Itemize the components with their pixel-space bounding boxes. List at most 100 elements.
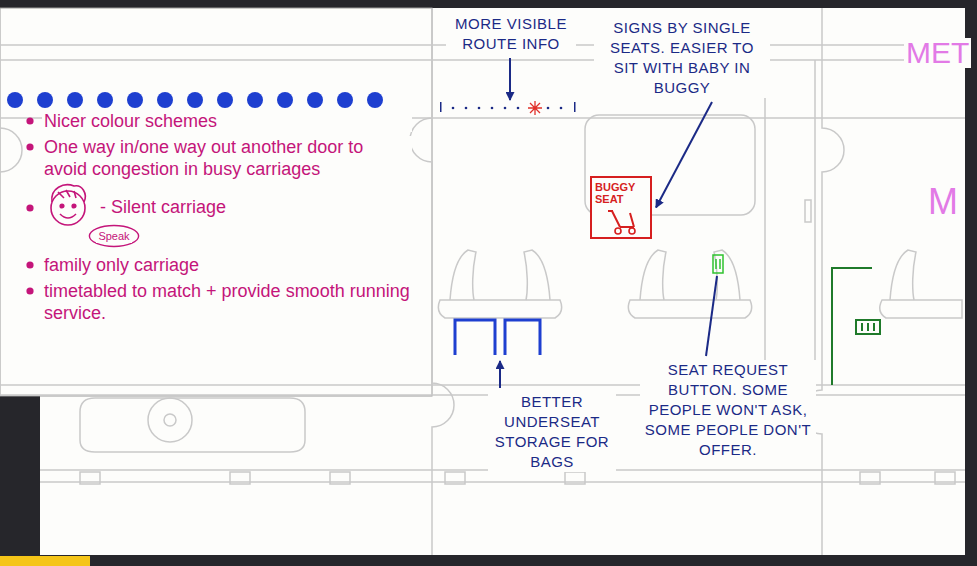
dot — [217, 92, 233, 108]
green-panel — [832, 268, 880, 385]
speech-bubble-text: Speak — [96, 230, 131, 243]
dot — [452, 107, 455, 110]
dot — [547, 107, 550, 110]
window — [585, 115, 755, 215]
button-mark — [716, 259, 720, 269]
list-bullet — [26, 204, 33, 211]
signs-note: SIGNS BY SINGLE SEATS. EASIER TO SIT WIT… — [594, 18, 770, 98]
list-bullet — [26, 143, 33, 150]
strip-end — [440, 102, 442, 112]
cut-off-heading: MET — [904, 38, 971, 68]
dot — [187, 92, 203, 108]
buggy-seat-sign: BUGGY SEAT — [590, 176, 652, 239]
wish-list-item: One way in/one way out another door to a… — [42, 136, 412, 180]
buggy-icon — [600, 207, 640, 235]
wish-list-item: - Silent carriage — [98, 196, 398, 218]
wish-list-item: timetabled to match + provide smooth run… — [42, 280, 412, 324]
seat-cushion — [628, 300, 751, 318]
button — [856, 320, 880, 334]
button-mark — [862, 323, 874, 331]
leader-line — [706, 276, 717, 356]
dot — [97, 92, 113, 108]
cut-off-heading: M — [926, 184, 960, 220]
dot — [277, 92, 293, 108]
yellow-tab — [0, 556, 90, 566]
route-info-note: MORE VISIBLE ROUTE INFO — [446, 14, 576, 54]
seat-back — [714, 250, 740, 300]
sign-text: BUGGY SEAT — [592, 178, 650, 205]
underseat-storage — [455, 320, 540, 355]
dot — [37, 92, 53, 108]
speech-bubble — [89, 226, 138, 247]
dot — [247, 92, 263, 108]
eye — [72, 204, 76, 208]
dot — [7, 92, 23, 108]
dot — [307, 92, 323, 108]
underframe-block — [445, 472, 465, 484]
head — [51, 191, 85, 225]
dot — [157, 92, 173, 108]
puzzle-edge — [800, 8, 844, 555]
seat-cushion — [438, 300, 561, 318]
door-edge — [814, 60, 816, 385]
buggy-wheel — [629, 228, 635, 234]
blue-dot-row — [7, 92, 383, 108]
list-bullet — [26, 117, 33, 124]
seat-back — [640, 250, 666, 300]
dot — [127, 92, 143, 108]
dot — [478, 107, 481, 110]
wheel-hub — [164, 414, 176, 426]
dot — [560, 107, 563, 110]
panel-edge — [832, 268, 872, 385]
list-bullet — [26, 287, 33, 294]
hair — [58, 190, 76, 198]
list-bullet — [26, 261, 33, 268]
underframe-block — [860, 472, 880, 484]
current-stop-star — [528, 101, 542, 115]
underframe-block — [935, 472, 955, 484]
underframe-block — [230, 472, 250, 484]
underframe-block — [330, 472, 350, 484]
leader-line — [509, 58, 511, 100]
seat-cushion — [880, 300, 962, 318]
floor-line — [0, 394, 965, 396]
buggy-frame — [608, 211, 634, 227]
bogie-frame — [80, 398, 305, 452]
hair — [52, 185, 85, 202]
eye — [60, 204, 64, 208]
dot — [367, 92, 383, 108]
wheel — [148, 398, 192, 442]
puzzle-edge — [410, 8, 454, 555]
underframe-block — [565, 472, 585, 484]
dot — [491, 107, 494, 110]
paper-panel — [0, 8, 432, 396]
leader-line — [499, 361, 501, 388]
carriage-outline — [0, 8, 965, 555]
seat-request-button — [713, 255, 723, 273]
strip-end — [574, 102, 576, 112]
dot — [465, 107, 468, 110]
floor-line — [0, 384, 965, 386]
buggy-wheel — [615, 228, 621, 234]
dot — [67, 92, 83, 108]
dot — [504, 107, 507, 110]
storage-note: BETTER UNDERSEAT STORAGE FOR BAGS — [488, 392, 616, 472]
door-edge — [764, 60, 766, 385]
smile — [60, 214, 76, 218]
face-doodle — [51, 185, 85, 225]
dot — [517, 107, 520, 110]
leader-line — [656, 102, 712, 208]
seat-back — [450, 250, 476, 300]
script-drawn-marks — [26, 58, 717, 388]
door-handle — [805, 200, 811, 222]
route-info-strip — [440, 101, 576, 115]
wish-list-item: family only carriage — [42, 254, 412, 276]
underframe-line — [40, 481, 965, 483]
seat-request-note: SEAT REQUEST BUTTON. SOME PEOPLE WON'T A… — [640, 360, 816, 460]
button — [713, 255, 723, 273]
seat-back — [524, 250, 550, 300]
underframe-block — [80, 472, 100, 484]
wish-list-item: Nicer colour schemes — [42, 110, 412, 132]
roof-line — [0, 59, 965, 61]
